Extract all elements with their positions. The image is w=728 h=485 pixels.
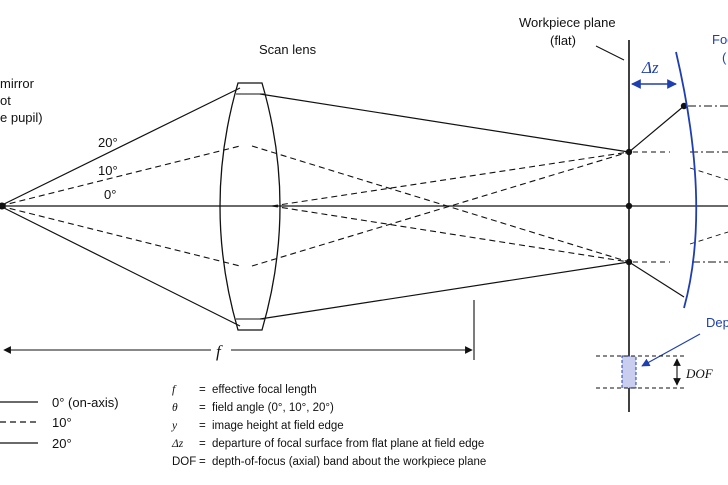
ray-20-upper-in xyxy=(0,87,241,207)
workpiece-leader xyxy=(595,45,625,61)
mirror-label-2: ot xyxy=(0,93,11,108)
depth-label: Dep xyxy=(706,315,728,330)
dof-band xyxy=(621,355,637,389)
legend-label-20: 20° xyxy=(52,436,72,451)
depth-leader xyxy=(641,333,701,367)
angle-20-label: 20° xyxy=(98,135,118,150)
def-text-y: image height at field edge xyxy=(212,420,344,432)
legend-label-10: 10° xyxy=(52,415,72,430)
ray-20-upper-out xyxy=(259,93,630,153)
dof-label: DOF xyxy=(685,366,714,381)
workpiece-label-2: (flat) xyxy=(550,33,576,48)
workpiece-label: Workpiece plane xyxy=(519,15,616,30)
angle-10-label: 10° xyxy=(98,163,118,178)
definitions: f = effective focal length θ = field ang… xyxy=(171,384,486,468)
def-symbol-theta: θ xyxy=(172,402,178,414)
scan-lens-label: Scan lens xyxy=(259,42,317,57)
focal-surface-label: Foc xyxy=(712,32,728,47)
f-label-bg xyxy=(211,338,231,360)
delta-z-label: Δz xyxy=(641,58,659,77)
mirror-label-1: mirror xyxy=(0,76,35,91)
def-eq-f: = xyxy=(199,384,206,396)
angle-0-label: 0° xyxy=(104,187,116,202)
pupil-point xyxy=(0,202,6,210)
ray-10-upper-in xyxy=(0,145,241,207)
ray-10-c xyxy=(271,151,630,207)
def-symbol-dz: Δz xyxy=(171,438,184,450)
def-text-theta: field angle (0°, 10°, 20°) xyxy=(212,402,334,414)
legend-label-0: 0° (on-axis) xyxy=(52,395,119,410)
ray-10-b xyxy=(251,151,630,267)
ray-10-a xyxy=(251,145,630,263)
ray-to-curve-lower xyxy=(628,261,685,298)
focal-surface-label-2: ( xyxy=(722,50,727,65)
def-symbol-f: f xyxy=(172,384,177,396)
curve-point-upper xyxy=(680,102,688,110)
f-label: f xyxy=(216,342,223,361)
curve-dash-a xyxy=(689,167,728,181)
focal-surface-curve xyxy=(675,51,698,309)
ray-to-curve-upper xyxy=(628,105,685,153)
mirror-label-3: e pupil) xyxy=(0,110,43,125)
def-eq-theta: = xyxy=(199,402,206,414)
scan-lens xyxy=(219,82,281,331)
def-text-dof: depth-of-focus (axial) band about the wo… xyxy=(212,456,486,468)
ray-20-lower-out xyxy=(259,261,630,320)
curve-dash-b xyxy=(689,231,728,245)
focus-point-center xyxy=(625,202,633,210)
def-symbol-dof: DOF xyxy=(172,456,196,468)
def-eq-dz: = xyxy=(199,438,206,450)
def-eq-dof: = xyxy=(199,456,206,468)
ray-10-d xyxy=(271,205,630,263)
ray-20-lower-in xyxy=(0,205,241,327)
def-eq-y: = xyxy=(199,420,206,432)
legend: 0° (on-axis) 10° 20° xyxy=(0,395,119,451)
def-symbol-y: y xyxy=(171,420,178,432)
def-text-f: effective focal length xyxy=(212,384,317,396)
def-text-dz: departure of focal surface from flat pla… xyxy=(212,438,484,450)
ray-10-lower-in xyxy=(0,205,241,267)
